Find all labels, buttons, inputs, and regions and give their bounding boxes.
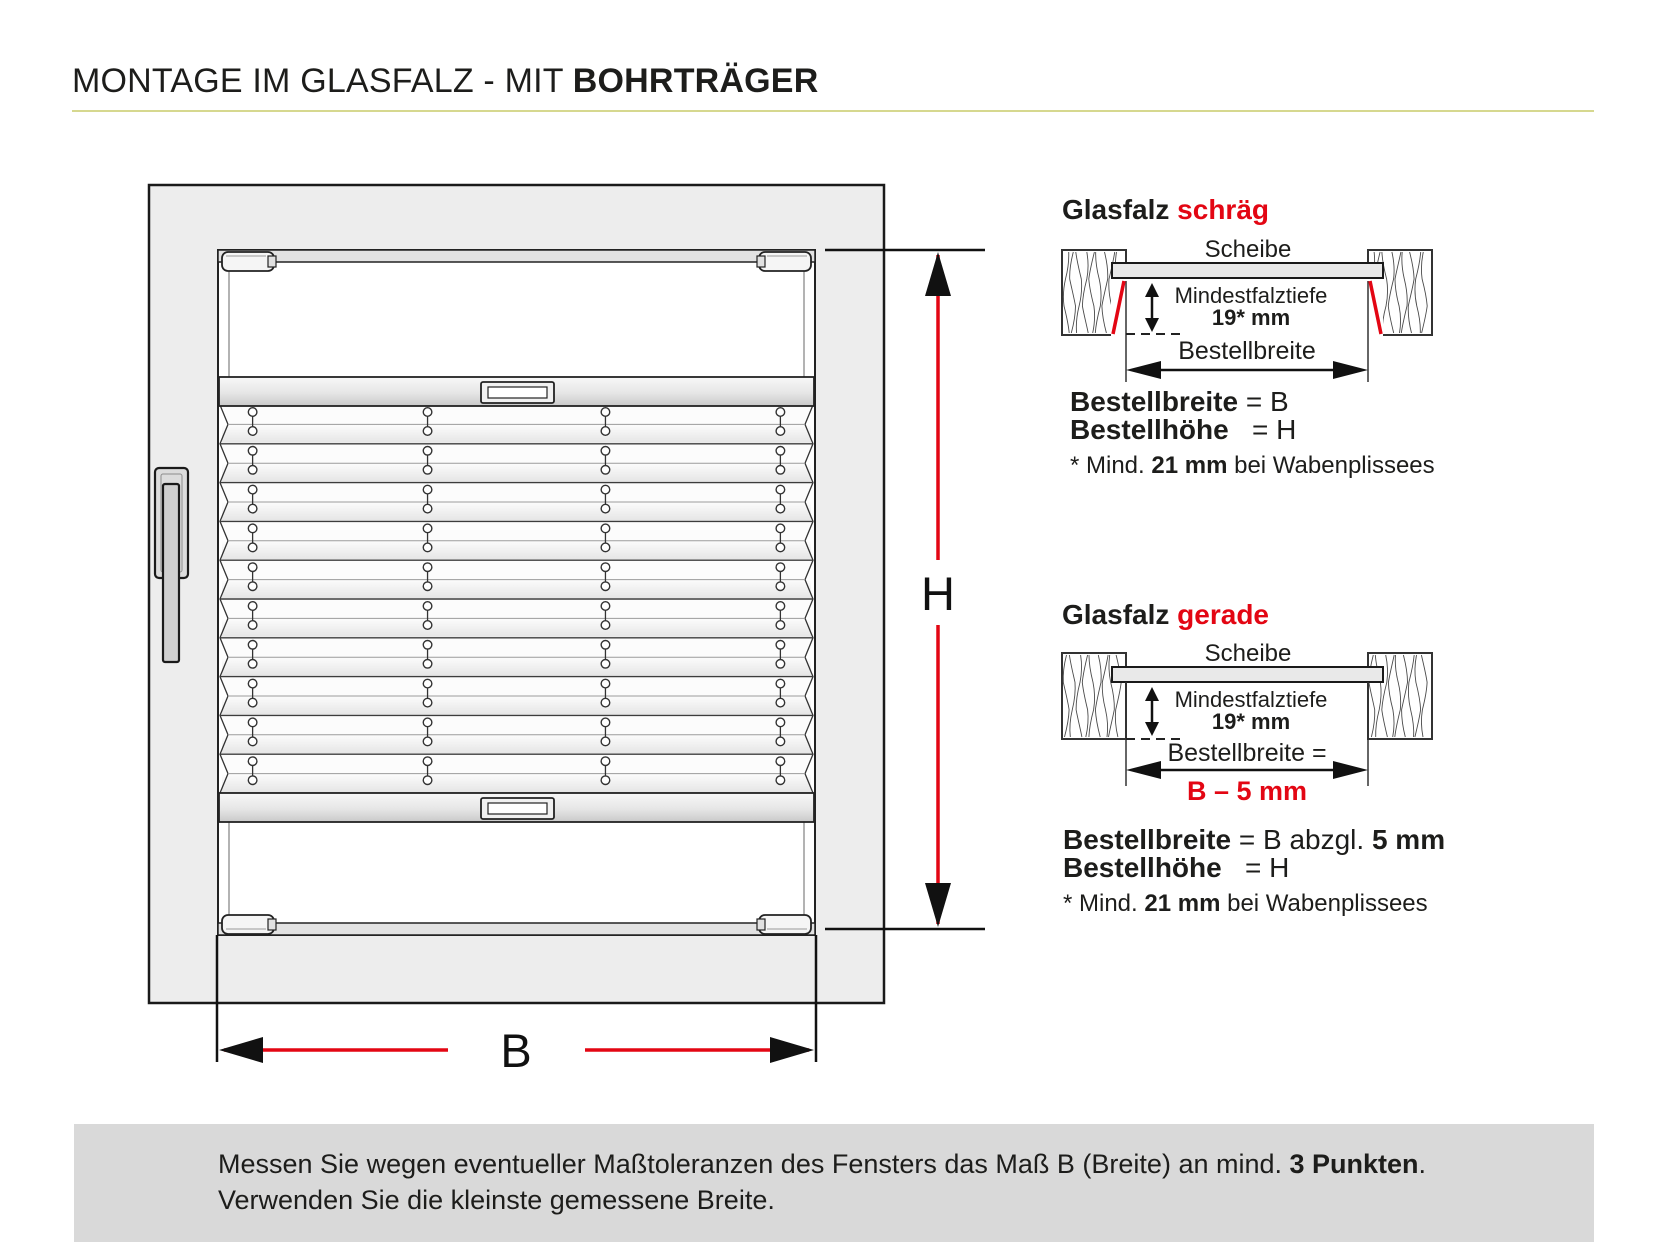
bracket-top-left [221,251,277,272]
glass-pane [1111,262,1384,279]
result-height-line: Bestellhöhe = H [1070,414,1297,445]
depth-label: Mindestfalztiefe [1174,283,1328,308]
section-heading-gerade: Glasfalz gerade [1062,599,1269,630]
order-width-label: Bestellbreite = [1167,739,1327,767]
slanted-rebate-left [1111,280,1126,335]
footnote: * Mind. 21 mm bei Wabenplissees [1070,452,1435,479]
height-dimension-label: H [921,567,955,620]
wood-grain-texture [1368,654,1428,738]
pane-label: Scheibe [1204,236,1292,263]
depth-label: Mindestfalztiefe [1174,687,1328,712]
warning-text: Messen Sie wegen eventueller Maßtoleranz… [218,1146,1426,1218]
order-width-label: Bestellbreite [1178,337,1316,365]
order-width-value-red: B – 5 mm [1186,776,1308,806]
height-dimension [825,248,985,931]
wood-grain-texture [1062,654,1122,738]
arrowhead-up-icon [925,252,951,296]
glass-pane [1111,666,1384,683]
result-height-line: Bestellhöhe = H [1063,852,1290,883]
arrowhead-down-icon [925,883,951,927]
result-width-line: Bestellbreite = B [1070,386,1289,417]
arrowhead-left-icon [219,1037,263,1063]
result-width-line: Bestellbreite = B abzgl. 5 mm [1063,824,1446,855]
width-dimension [215,935,818,1063]
bottom-mounting-strip [217,922,816,936]
depth-value: 19* mm [1211,709,1291,734]
warning-line-1: Messen Sie wegen eventueller Maßtoleranz… [218,1149,1427,1179]
window-handle[interactable] [153,466,190,664]
blind-top-rail[interactable] [218,376,815,407]
section-heading-schraeg: Glasfalz schräg [1062,194,1269,225]
bracket-bottom-right [756,914,812,935]
slanted-rebate-right [1368,280,1383,335]
bracket-bottom-left [221,914,277,935]
warning-line-2: Verwenden Sie die kleinste gemessene Bre… [218,1185,775,1215]
depth-value: 19* mm [1211,305,1291,330]
warning-box [74,1124,1594,1242]
top-mounting-strip [217,249,816,263]
pleated-blind-fabric [219,404,814,794]
title-underline [72,110,1594,112]
cross-section-gerade [1061,652,1433,786]
window-diagram [147,183,985,1063]
arrowhead-right-icon [770,1037,814,1063]
width-dimension-label: B [500,1024,532,1077]
cross-section-schraeg [1061,249,1433,382]
footnote: * Mind. 21 mm bei Wabenplissees [1063,890,1428,917]
blind-bottom-rail[interactable] [218,792,815,823]
page-title: MONTAGE IM GLASFALZ - MIT BOHRTRÄGER [72,62,819,100]
pane-label: Scheibe [1204,640,1292,667]
bracket-top-right [756,251,812,272]
